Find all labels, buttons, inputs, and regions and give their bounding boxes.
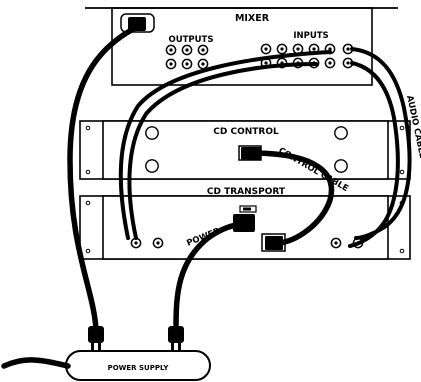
output-jack — [197, 58, 209, 70]
mixer-power-cable — [67, 24, 140, 333]
cd-transport-label: CD TRANSPORT — [207, 187, 286, 197]
rack-screw — [399, 248, 405, 254]
mixer-label: MIXER — [235, 13, 270, 24]
mains-plug — [88, 326, 104, 343]
output-jack — [197, 44, 209, 56]
mount-hole — [145, 159, 159, 173]
transport-power-plug — [233, 214, 255, 232]
rack-screw — [85, 248, 91, 254]
outputs-label: OUTPUTS — [169, 35, 214, 45]
cd-control-label: CD CONTROL — [213, 127, 279, 137]
output-jack — [165, 44, 177, 56]
audio-cable-right-b — [348, 61, 400, 248]
mount-hole — [145, 126, 159, 140]
output-jack — [181, 58, 193, 70]
output-jack — [165, 58, 177, 70]
input-jack — [276, 43, 288, 55]
mount-hole — [334, 126, 348, 140]
mount-hole — [334, 159, 348, 173]
audio-cable-left-a — [118, 50, 332, 240]
output-jack-right — [152, 237, 164, 249]
supply-plug — [168, 326, 184, 343]
rack-screw — [85, 200, 91, 206]
cables — [1, 17, 412, 369]
mixer-power-plug — [128, 17, 146, 31]
audio-cable-left-b — [127, 62, 318, 240]
power-supply: POWER SUPPLY — [65, 350, 211, 381]
input-jack — [324, 57, 336, 69]
rack-screw — [85, 125, 91, 131]
power-supply-label: POWER SUPPLY — [108, 364, 170, 372]
input-jack — [260, 43, 272, 55]
output-jack — [181, 44, 193, 56]
rack-screw — [399, 125, 405, 131]
rack-screw — [85, 169, 91, 175]
digital-jack — [330, 237, 342, 249]
control-plug-top — [241, 147, 261, 160]
control-cable — [253, 150, 335, 246]
control-plug-bottom — [265, 236, 283, 250]
mains-cord — [1, 357, 71, 369]
inputs-label: INPUTS — [293, 31, 328, 41]
rack-screw — [399, 169, 405, 175]
